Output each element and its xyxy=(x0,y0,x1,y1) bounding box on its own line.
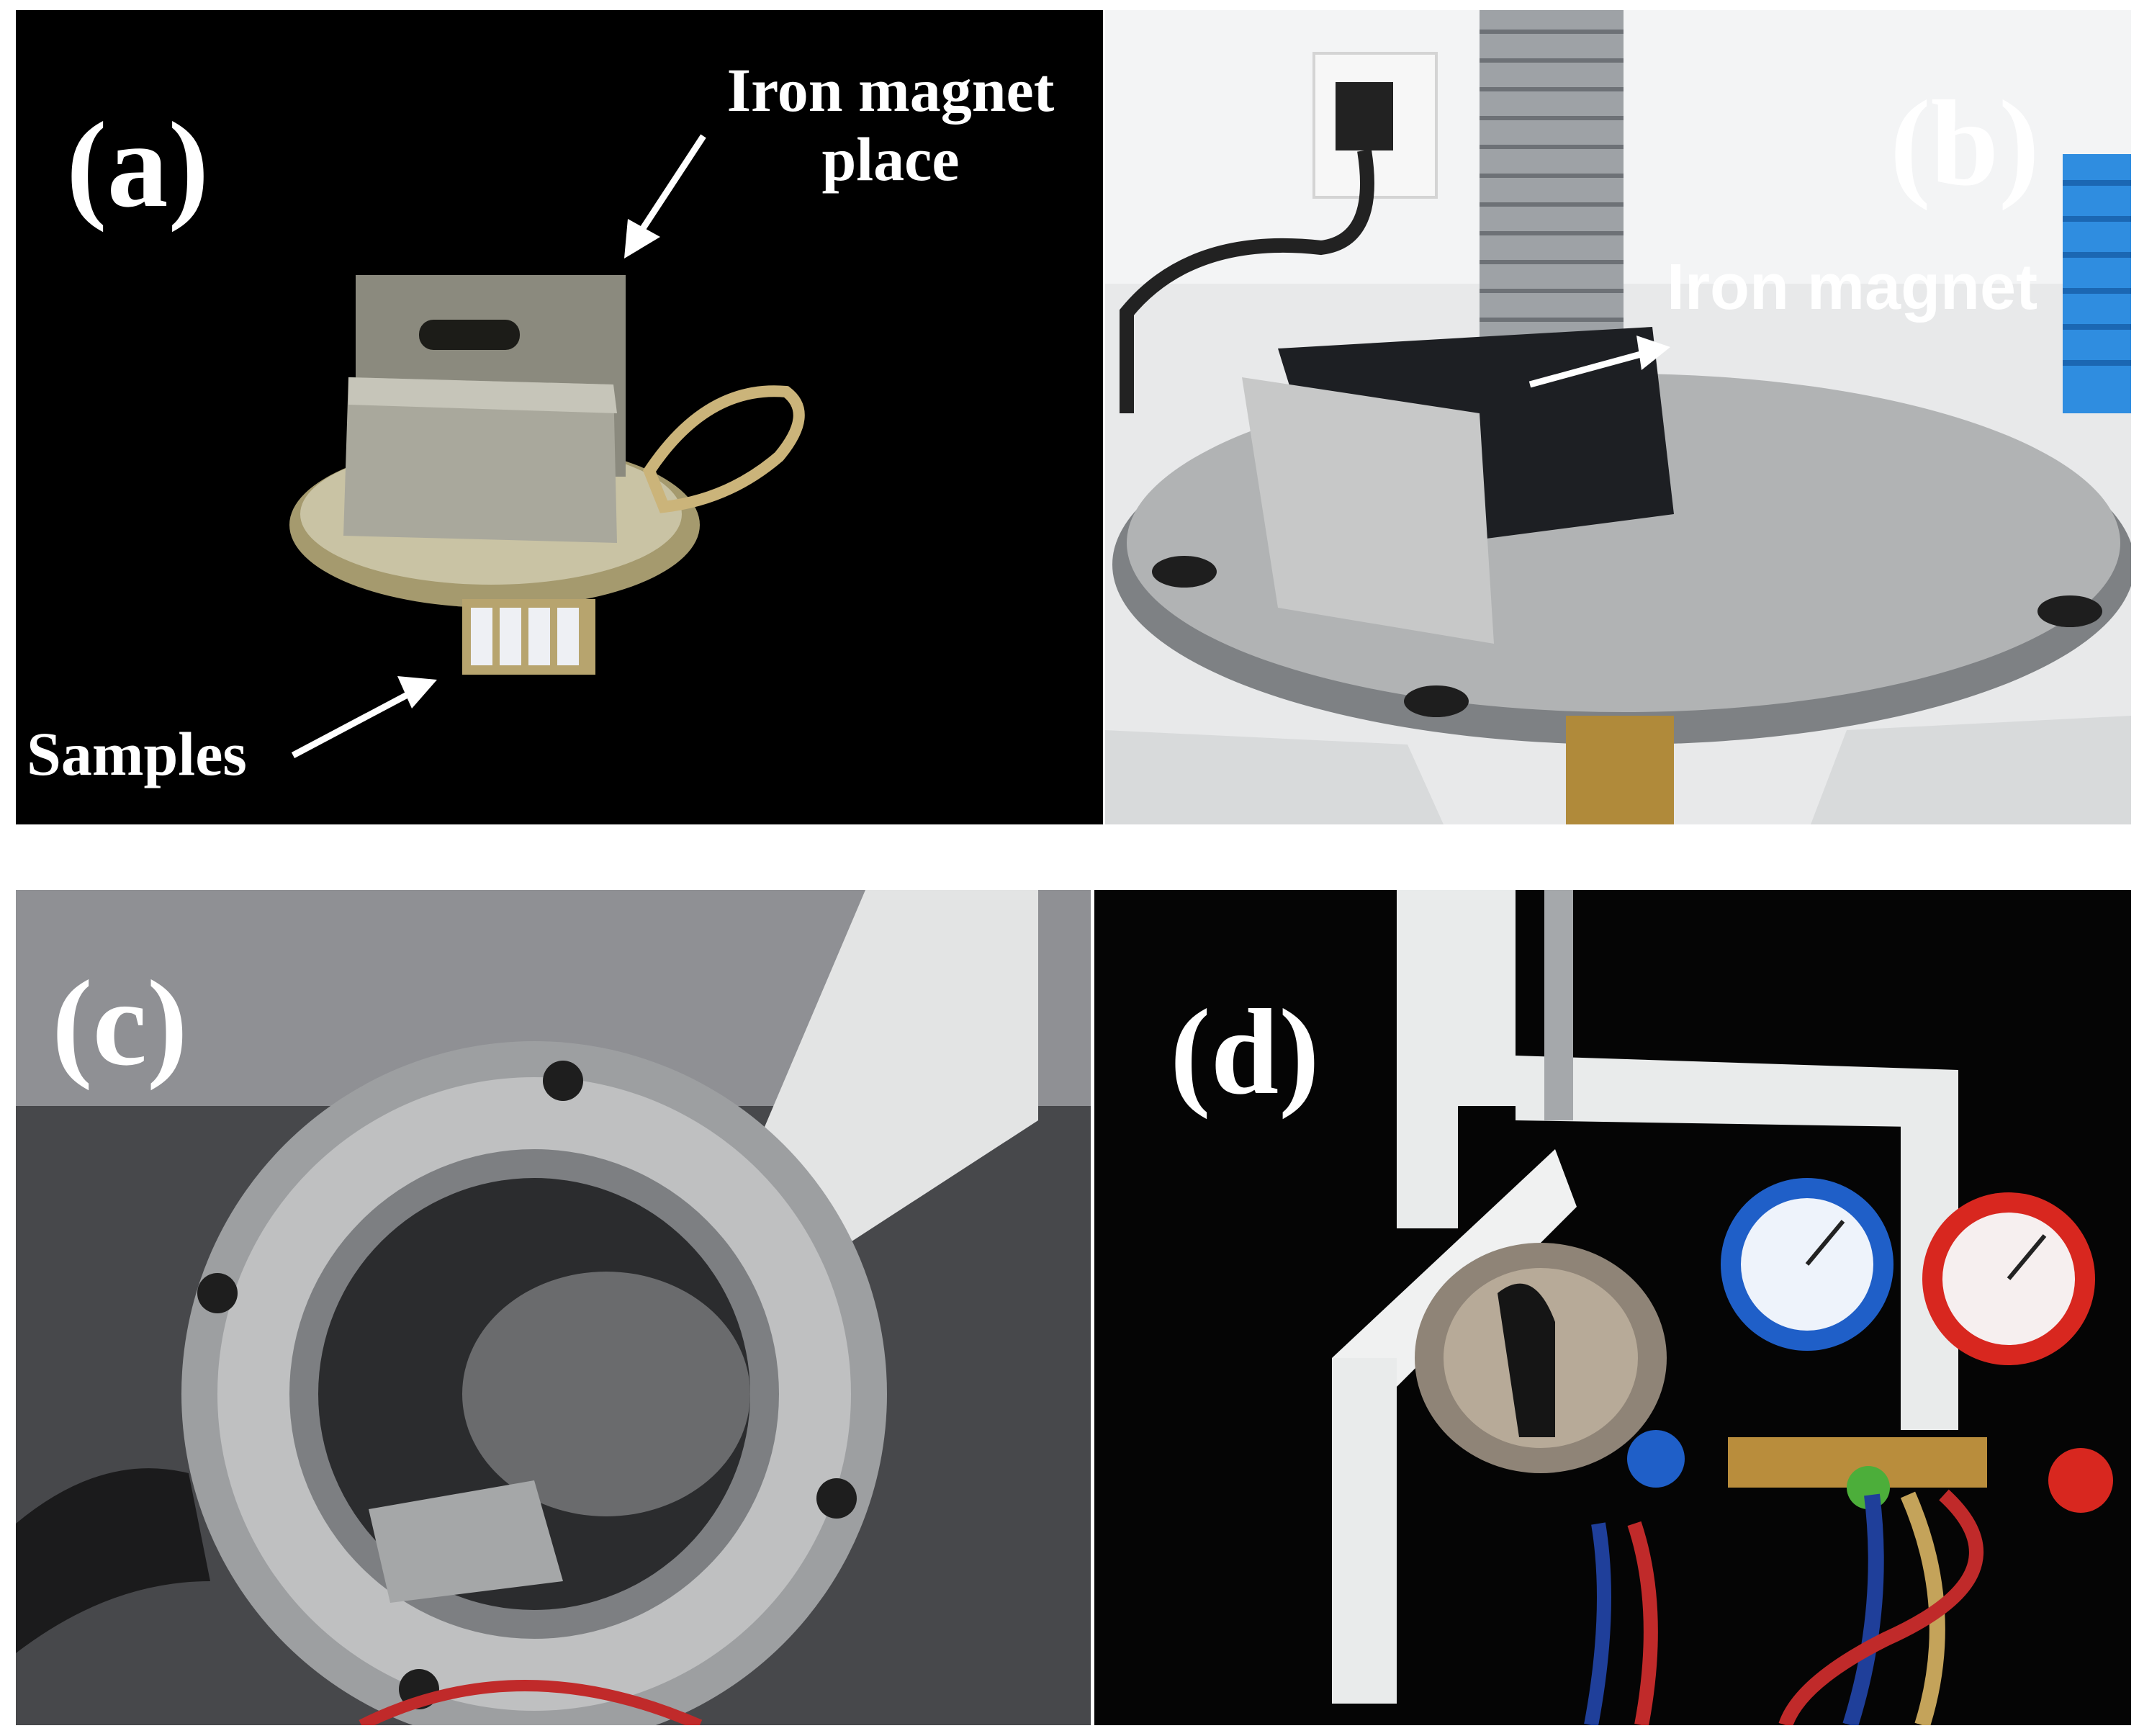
panel-a-label: (a) xyxy=(66,97,210,233)
inner-steel-plate xyxy=(369,1480,563,1603)
arrow-samples xyxy=(291,676,437,758)
frame-top-bar xyxy=(1516,1056,1958,1128)
threaded-rod xyxy=(1480,10,1624,370)
annotation-iron-magnet-place-line2: place xyxy=(821,125,960,194)
sample-1 xyxy=(471,608,492,665)
panel-a: (a) Iron magnet place Samples xyxy=(16,10,1103,824)
power-cable xyxy=(1120,149,1374,413)
annotation-iron-magnet-place-line1: Iron magnet xyxy=(726,55,1055,125)
panel-d: (d) xyxy=(1094,890,2131,1725)
annotation-samples: Samples xyxy=(27,719,247,788)
sample-2 xyxy=(500,608,521,665)
red-valve-knob xyxy=(2048,1448,2113,1513)
blue-hose xyxy=(2063,154,2131,413)
arrow-iron-magnet-place xyxy=(624,134,706,258)
sample-4 xyxy=(557,608,579,665)
panel-b: (b) Iron magnet xyxy=(1105,10,2131,824)
power-plug xyxy=(1336,82,1393,150)
sample-3 xyxy=(528,608,550,665)
panel-d-photo xyxy=(1094,890,2131,1725)
holder-handle xyxy=(643,385,805,513)
frame-leg xyxy=(1332,1358,1397,1704)
threaded-rod xyxy=(1544,890,1573,1120)
panel-c-label: (c) xyxy=(52,955,188,1091)
panel-b-photo xyxy=(1105,10,2131,824)
inner-sample-holder xyxy=(462,1272,750,1516)
panel-b-label: (b) xyxy=(1890,76,2040,211)
black-hose xyxy=(16,1468,210,1653)
frame-post-left xyxy=(1397,890,1458,1228)
panel-d-label: (d) xyxy=(1170,984,1320,1120)
panel-c: (c) xyxy=(16,890,1091,1725)
red-hose xyxy=(1778,1489,1983,1725)
red-hose xyxy=(359,1680,703,1725)
iron-magnet xyxy=(1498,1283,1555,1437)
blue-hose xyxy=(1842,1493,1884,1725)
panel-c-photo xyxy=(16,890,1091,1725)
front-plate xyxy=(343,377,617,543)
arrow-iron-magnet xyxy=(1528,336,1670,388)
steel-plate xyxy=(1242,377,1494,644)
panel-a-photo xyxy=(16,10,1103,824)
annotation-iron-magnet: Iron magnet xyxy=(1667,251,2038,323)
blue-valve-knob xyxy=(1627,1430,1685,1488)
brass-fitting xyxy=(1566,716,1674,824)
annotation-iron-magnet-place: Iron magnet place xyxy=(689,59,1092,190)
slot xyxy=(419,320,520,350)
